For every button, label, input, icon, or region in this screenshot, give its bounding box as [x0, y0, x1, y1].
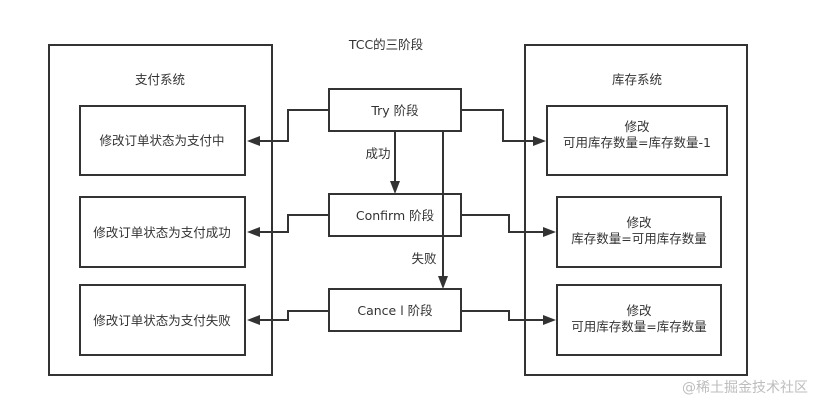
edge-confirm-to-inventory-confirm: [461, 214, 545, 233]
inventory-step-title: 修改: [626, 215, 652, 230]
edge-cancel-to-payment-failure: [258, 310, 329, 321]
inventory-system-label: 库存系统: [612, 72, 662, 87]
inventory-step-reserve: 修改 可用库存数量=库存数量-1: [546, 105, 728, 176]
watermark: @稀土掘金技术社区: [682, 380, 808, 396]
inventory-step-cancel: 修改 可用库存数量=库存数量: [556, 284, 722, 356]
phase-label: Cance l 阶段: [357, 303, 432, 318]
arrowhead-icon: [543, 227, 556, 237]
arrowhead-icon: [533, 136, 546, 146]
diagram-title: TCC的三阶段: [348, 37, 423, 52]
edge-label-failure: 失败: [411, 251, 437, 266]
payment-system-label: 支付系统: [135, 72, 185, 87]
payment-step-label: 修改订单状态为支付中: [99, 133, 224, 148]
arrowhead-icon: [438, 276, 448, 289]
arrowhead-icon: [247, 315, 260, 325]
phase-label: Try 阶段: [370, 103, 418, 118]
arrowhead-icon: [543, 315, 556, 325]
phase-label: Confirm 阶段: [356, 208, 434, 223]
edge-try-to-payment-processing: [258, 109, 329, 142]
payment-step-label: 修改订单状态为支付成功: [93, 225, 231, 240]
inventory-step-formula: 库存数量=可用库存数量: [571, 231, 706, 246]
edge-cancel-to-inventory-cancel: [461, 310, 545, 321]
inventory-step-title: 修改: [624, 119, 650, 134]
inventory-step-confirm: 修改 库存数量=可用库存数量: [556, 196, 722, 268]
edge-confirm-to-payment-success: [258, 214, 329, 233]
phase-cancel: Cance l 阶段: [328, 288, 462, 332]
phase-confirm: Confirm 阶段: [328, 193, 462, 237]
payment-step-processing: 修改订单状态为支付中: [79, 105, 246, 176]
inventory-step-formula: 可用库存数量=库存数量: [571, 319, 706, 334]
payment-step-failure: 修改订单状态为支付失败: [79, 284, 246, 356]
payment-step-label: 修改订单状态为支付失败: [93, 313, 231, 328]
arrowhead-icon: [390, 181, 400, 194]
arrowhead-icon: [247, 227, 260, 237]
arrowhead-icon: [247, 136, 260, 146]
inventory-step-title: 修改: [626, 303, 652, 318]
inventory-step-formula: 可用库存数量=库存数量-1: [563, 135, 711, 150]
edge-try-to-inventory-reserve: [461, 109, 535, 142]
phase-try: Try 阶段: [328, 88, 462, 132]
edge-label-success: 成功: [365, 146, 390, 161]
payment-step-success: 修改订单状态为支付成功: [79, 196, 246, 268]
